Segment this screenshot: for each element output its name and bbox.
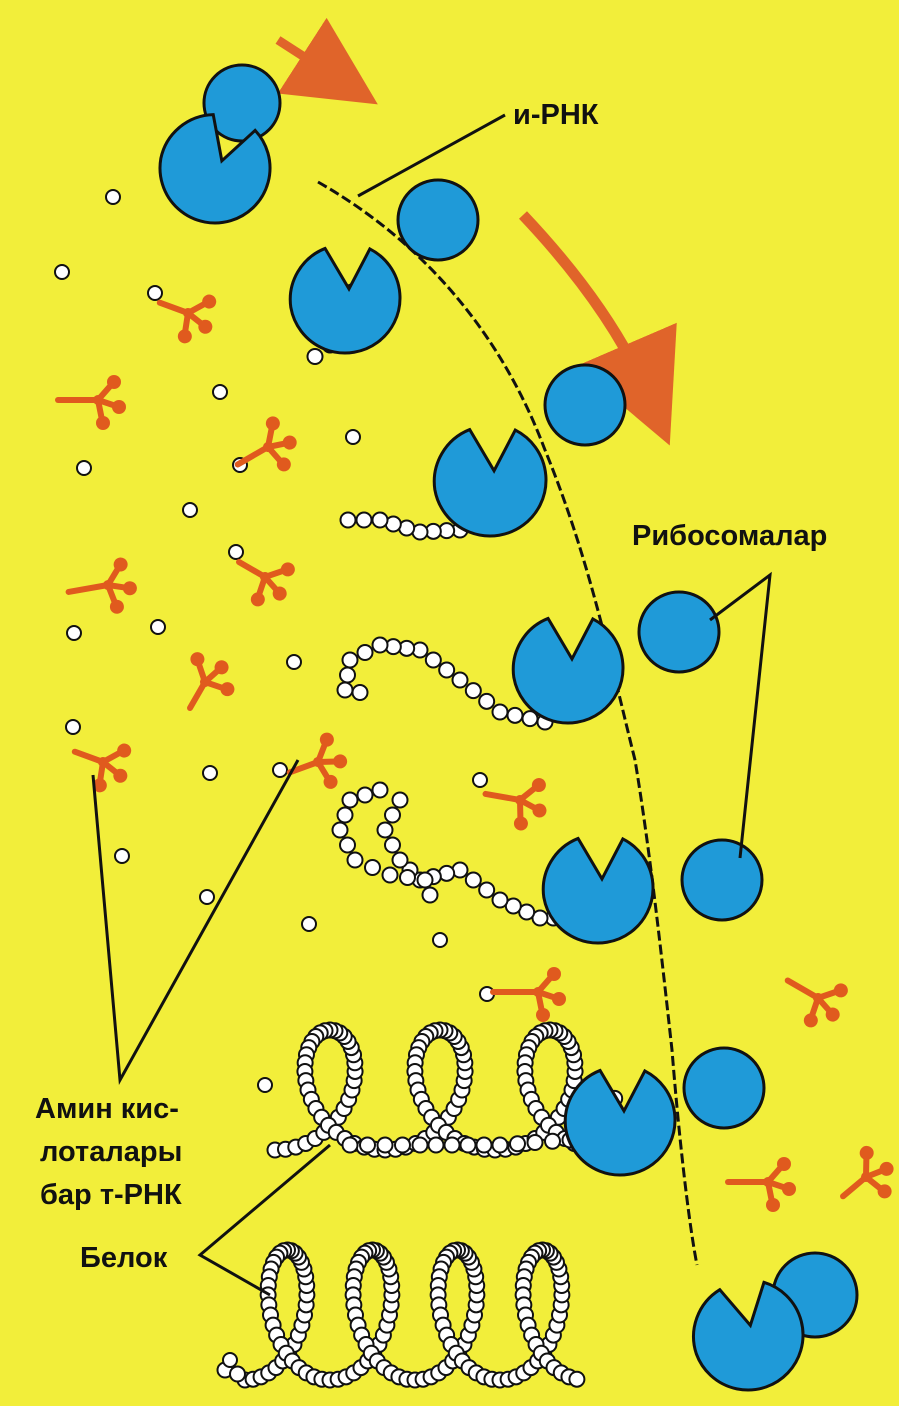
trna-label-line2: лоталары — [40, 1136, 182, 1168]
protein-bead — [426, 653, 441, 668]
trna-loop — [552, 992, 566, 1006]
amino-acid — [258, 1078, 272, 1092]
amino-acid — [433, 933, 447, 947]
ribosome-small-subunit — [682, 840, 762, 920]
protein-bead — [343, 793, 358, 808]
protein-bead — [545, 1134, 560, 1149]
protein-bead — [373, 783, 388, 798]
ribosome-small-subunit — [684, 1048, 764, 1128]
amino-acid — [287, 655, 301, 669]
amino-acid — [473, 773, 487, 787]
protein-bead — [230, 1367, 245, 1382]
amino-acid — [66, 720, 80, 734]
amino-acid — [213, 385, 227, 399]
trna-label-line1: Амин кис- — [35, 1093, 179, 1125]
protein-bead — [479, 883, 494, 898]
trna-loop — [112, 400, 126, 414]
protein-bead — [373, 513, 388, 528]
protein-bead — [308, 349, 323, 364]
protein-bead — [461, 1138, 476, 1153]
protein-bead — [338, 808, 353, 823]
protein-bead — [341, 513, 356, 528]
protein-bead — [479, 694, 494, 709]
amino-acid — [346, 430, 360, 444]
amino-acid — [115, 849, 129, 863]
trna-core — [93, 395, 103, 405]
mrna-label: и-РНК — [513, 99, 599, 131]
protein-bead — [357, 513, 372, 528]
trna-label-line3: бар т-РНК — [40, 1179, 182, 1211]
amino-acid — [302, 917, 316, 931]
protein-bead — [385, 808, 400, 823]
amino-acid — [106, 190, 120, 204]
protein-bead — [466, 683, 481, 698]
protein-bead — [373, 638, 388, 653]
protein-bead — [439, 663, 454, 678]
protein-bead — [343, 1138, 358, 1153]
protein-bead — [418, 873, 433, 888]
trna-loop — [547, 967, 561, 981]
amino-acid — [183, 503, 197, 517]
protein-bead — [360, 1138, 375, 1153]
protein-bead — [528, 1135, 543, 1150]
protein-bead — [358, 645, 373, 660]
amino-acid — [151, 620, 165, 634]
ribosome-small-subunit — [398, 180, 478, 260]
protein-label: Белок — [80, 1242, 168, 1274]
protein-bead — [413, 1138, 428, 1153]
protein-bead — [333, 823, 348, 838]
amino-acid — [229, 545, 243, 559]
protein-bead — [365, 860, 380, 875]
protein-bead — [508, 708, 523, 723]
protein-bead — [445, 1138, 460, 1153]
protein-bead — [378, 823, 393, 838]
trna-loop — [96, 416, 110, 430]
amino-acid — [77, 461, 91, 475]
amino-acid — [200, 890, 214, 904]
protein-bead — [340, 668, 355, 683]
protein-bead — [378, 1138, 393, 1153]
ribosomes-label: Рибосомалар — [632, 520, 827, 552]
trna-loop — [766, 1198, 780, 1212]
trna-core — [763, 1177, 773, 1187]
protein-bead — [338, 683, 353, 698]
protein-bead — [477, 1138, 492, 1153]
protein-bead — [340, 838, 355, 853]
ribosome-small-subunit — [639, 592, 719, 672]
protein-bead — [348, 853, 363, 868]
trna-loop — [536, 1008, 550, 1022]
trna-core — [533, 987, 543, 997]
trna-loop — [107, 375, 121, 389]
protein-bead — [493, 893, 508, 908]
amino-acid — [273, 763, 287, 777]
protein-bead — [393, 793, 408, 808]
protein-bead — [343, 653, 358, 668]
protein-bead — [493, 705, 508, 720]
protein-bead — [358, 788, 373, 803]
protein-bead — [510, 1136, 525, 1151]
ribosome-small-subunit — [545, 365, 625, 445]
trna-loop — [777, 1157, 791, 1171]
protein-bead — [385, 838, 400, 853]
amino-acid — [67, 626, 81, 640]
protein-bead — [383, 868, 398, 883]
amino-acid — [55, 265, 69, 279]
protein-bead — [423, 888, 438, 903]
trna-loop — [782, 1182, 796, 1196]
protein-bead — [429, 1138, 444, 1153]
protein-bead — [400, 870, 415, 885]
protein-bead — [395, 1138, 410, 1153]
amino-acid — [203, 766, 217, 780]
amino-acid — [223, 1353, 237, 1367]
protein-bead — [353, 685, 368, 700]
protein-bead — [466, 873, 481, 888]
protein-bead — [453, 673, 468, 688]
protein-bead — [393, 853, 408, 868]
protein-bead — [569, 1372, 584, 1387]
protein-bead — [493, 1138, 508, 1153]
amino-acid — [148, 286, 162, 300]
